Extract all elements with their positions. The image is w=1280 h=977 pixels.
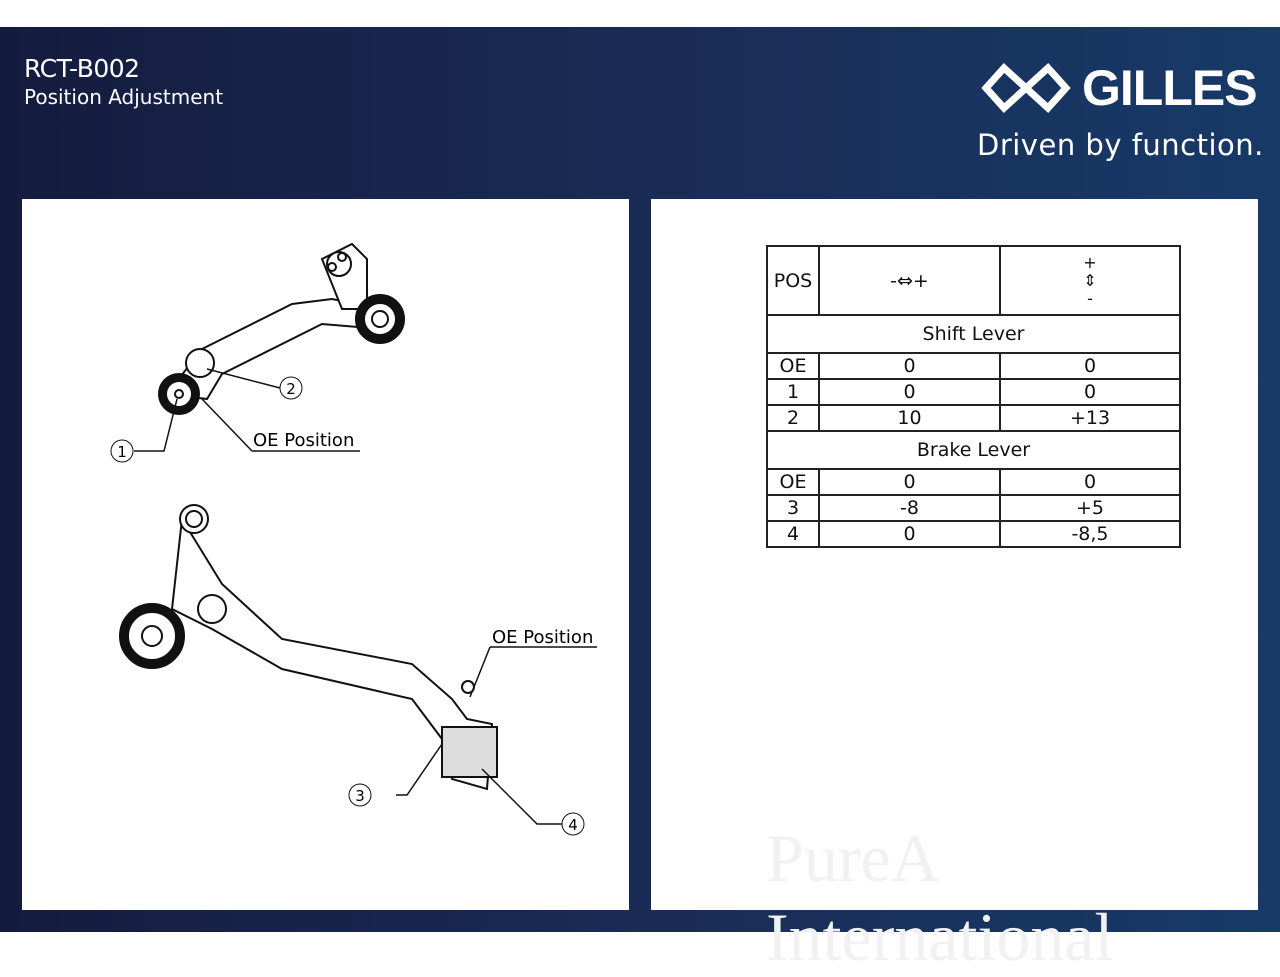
table-cell: 2	[766, 404, 820, 432]
table-cell: 10	[818, 404, 1001, 432]
vertical-arrow-icon: ⇕	[1083, 270, 1097, 290]
table-cell: 0	[818, 520, 1001, 548]
callout-1: 1	[110, 439, 134, 463]
pos-header: POS	[766, 245, 820, 316]
table-cell: 3	[766, 494, 820, 522]
product-code: RCT-B002	[24, 54, 140, 83]
table-cell: 0	[999, 378, 1181, 406]
section-title: Brake Lever	[766, 430, 1181, 470]
table-row: 3-8+5	[766, 494, 1181, 522]
table-cell: 0	[999, 468, 1181, 496]
table-cell: 0	[818, 352, 1001, 380]
horizontal-adjust-header: -⇔+	[818, 245, 1001, 316]
page-subtitle: Position Adjustment	[24, 85, 224, 109]
table-cell: 1	[766, 378, 820, 406]
brand-name: GILLES	[1082, 60, 1258, 116]
svg-text:1: 1	[117, 443, 127, 461]
oe-position-label-shift: OE Position	[253, 430, 354, 451]
table-panel: PureA International POS -⇔+ +⇕- Shift Le…	[651, 199, 1258, 975]
section-title: Shift Lever	[766, 314, 1181, 354]
vertical-adjust-header: +⇕-	[999, 245, 1181, 316]
table-cell: -8,5	[999, 520, 1181, 548]
svg-text:4: 4	[568, 816, 578, 834]
table-cell: OE	[766, 352, 820, 380]
lever-drawings: 1 2 3 4 OE Position OE Position	[110, 242, 597, 836]
diagram-panel: 1 2 3 4 OE Position OE Position	[22, 199, 629, 910]
shift-lever-drawing	[158, 242, 405, 415]
table-cell: 0	[999, 352, 1181, 380]
brand-tagline: Driven by function.	[977, 128, 1264, 162]
brake-lever-drawing	[119, 504, 498, 791]
table-cell: OE	[766, 468, 820, 496]
gilles-logo-icon	[981, 63, 1071, 113]
table-cell: +5	[999, 494, 1181, 522]
svg-text:3: 3	[355, 787, 365, 805]
svg-text:2: 2	[286, 380, 296, 398]
oe-position-label-brake: OE Position	[492, 627, 593, 648]
table-cell: 4	[766, 520, 820, 548]
callout-4: 4	[561, 812, 585, 836]
table-cell: +13	[999, 404, 1181, 432]
callout-3: 3	[348, 783, 372, 807]
leader-lines	[134, 368, 597, 825]
callout-2: 2	[279, 376, 303, 400]
table-cell: 0	[818, 468, 1001, 496]
table-cell: -8	[818, 494, 1001, 522]
watermark: PureA International	[766, 820, 1114, 975]
brand-logo: GILLES	[976, 58, 1258, 118]
table-cell: 0	[818, 378, 1001, 406]
